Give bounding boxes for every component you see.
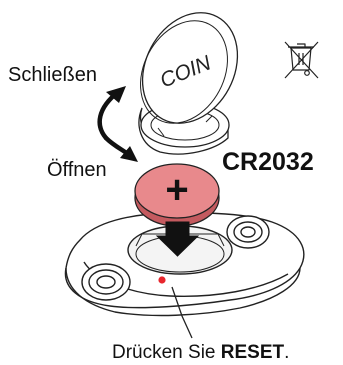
- curved-double-arrow-icon: [97, 89, 135, 161]
- reset-leader-line: [171, 286, 193, 339]
- sensor-housing: [64, 212, 305, 317]
- open-label: Öffnen: [47, 159, 107, 181]
- reset-instruction-suffix: .: [284, 342, 290, 363]
- battery-cr2032: [134, 163, 220, 227]
- reset-keyword: RESET: [220, 342, 285, 363]
- reset-instruction-prefix: Drücken Sie: [112, 342, 221, 363]
- battery-cover: [138, 12, 239, 155]
- battery-type-label: CR2032: [222, 148, 314, 176]
- arrow-head-down: [120, 146, 138, 162]
- reset-dot-icon: [158, 276, 166, 284]
- arrow-head-up: [106, 86, 126, 103]
- down-arrow-icon: [155, 221, 200, 257]
- battery-plus-sign: +: [165, 168, 188, 212]
- reset-instruction: Drücken Sie RESET.: [112, 343, 289, 362]
- close-label: Schließen: [8, 64, 97, 86]
- crossed-out-wheelie-bin-icon: [284, 41, 319, 79]
